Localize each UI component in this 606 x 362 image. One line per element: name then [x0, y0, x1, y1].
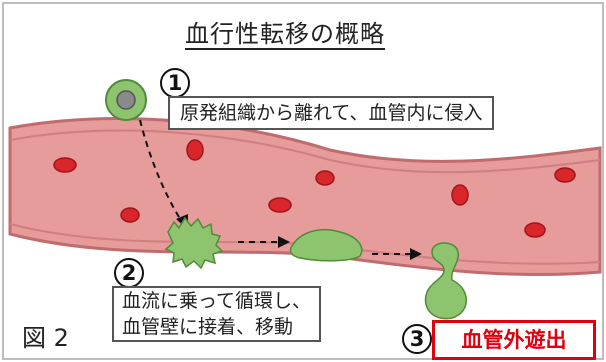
red-blood-cell: [269, 198, 291, 212]
step-3-number: 3: [402, 324, 432, 354]
red-blood-cell: [121, 208, 139, 222]
step-3-label: 血管外遊出: [432, 320, 596, 360]
red-blood-cell: [54, 158, 76, 172]
cell-nucleus: [117, 91, 135, 109]
red-blood-cell: [525, 223, 545, 237]
red-blood-cell: [316, 171, 334, 185]
figure-label: 図 2: [22, 318, 69, 353]
diagram-title: 血行性転移の概略: [185, 14, 385, 49]
red-blood-cell: [187, 140, 203, 160]
step-1-label: 原発組織から離れて、血管内に侵入: [168, 96, 494, 130]
step-2-line-1: 血流に乗って循環し、: [122, 288, 311, 314]
step-2-line-2: 血管壁に接着、移動: [122, 314, 311, 340]
red-blood-cell: [452, 185, 468, 205]
step-2-number: 2: [114, 258, 144, 288]
red-blood-cell: [555, 168, 575, 182]
step-2-label: 血流に乗って循環し、 血管壁に接着、移動: [112, 286, 321, 342]
step-1-number: 1: [160, 68, 190, 98]
